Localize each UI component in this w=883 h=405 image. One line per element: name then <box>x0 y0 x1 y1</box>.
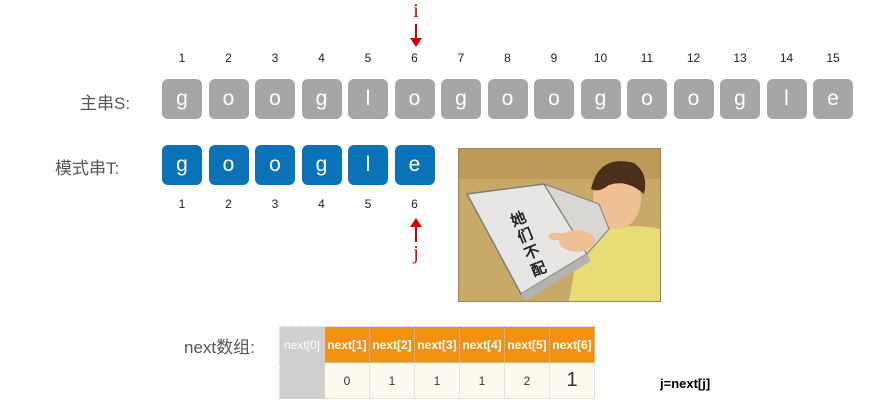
pattern-index-2: 2 <box>225 197 232 211</box>
pointer-j-label: j <box>413 242 419 264</box>
pointer-j-arrow <box>410 218 422 242</box>
next-array-label: next数组: <box>184 338 255 357</box>
formula-text: j=next[j] <box>660 376 711 391</box>
main-char-6: o <box>394 79 435 119</box>
pattern-index-6: 6 <box>411 197 418 211</box>
main-index-1: 1 <box>178 51 186 65</box>
main-char-8: o <box>487 79 528 119</box>
main-char-2: o <box>208 79 249 119</box>
main-index-13: 13 <box>733 51 747 65</box>
main-string-label: 主串S: <box>80 94 131 113</box>
main-index-11: 11 <box>640 51 654 65</box>
pattern-char-5: l <box>348 145 388 185</box>
main-index-12: 12 <box>686 51 701 65</box>
next-header-6: next[6] <box>549 326 595 363</box>
main-char-5: l <box>348 79 388 119</box>
pattern-char-2: o <box>208 145 249 185</box>
next-value-1: 0 <box>324 362 370 399</box>
next-header-0: next[0] <box>279 326 325 363</box>
pattern-string-label: 模式串T: <box>55 159 120 178</box>
pointer-i-label: i <box>413 0 419 22</box>
main-char-1: g <box>162 79 202 119</box>
main-char-10: g <box>580 79 621 119</box>
main-char-15: e <box>813 79 853 119</box>
next-header-4: next[4] <box>459 326 505 363</box>
main-char-4: g <box>301 79 342 119</box>
main-char-7: g <box>441 79 481 119</box>
main-index-2: 2 <box>225 51 232 65</box>
pointer-i-arrow <box>410 24 422 47</box>
main-index-15: 15 <box>826 51 840 65</box>
main-index-3: 3 <box>271 51 279 65</box>
next-value-4: 1 <box>459 362 505 399</box>
next-header-5: next[5] <box>504 326 550 363</box>
main-index-9: 9 <box>550 51 558 65</box>
next-value-6: 1 <box>549 362 595 399</box>
main-index-8: 8 <box>504 51 511 65</box>
next-value-3: 1 <box>414 362 460 399</box>
main-index-4: 4 <box>318 51 325 65</box>
next-value-5: 2 <box>504 362 550 399</box>
pattern-index-4: 4 <box>318 197 325 211</box>
pattern-index-1: 1 <box>178 197 186 211</box>
main-char-9: o <box>534 79 574 119</box>
main-index-10: 10 <box>593 51 608 65</box>
main-index-7: 7 <box>457 51 465 65</box>
pattern-char-1: g <box>162 145 202 185</box>
next-array-table: next[0]next[1]next[2]next[3]next[4]next[… <box>279 326 595 399</box>
main-char-11: o <box>627 79 667 119</box>
next-value-2: 1 <box>369 362 415 399</box>
next-header-3: next[3] <box>414 326 460 363</box>
next-array-header-row: next[0]next[1]next[2]next[3]next[4]next[… <box>279 326 595 363</box>
main-char-14: l <box>766 79 807 119</box>
next-value-0 <box>279 362 325 399</box>
pattern-char-4: g <box>301 145 342 185</box>
main-char-3: o <box>255 79 295 119</box>
main-index-14: 14 <box>779 51 794 65</box>
next-header-2: next[2] <box>369 326 415 363</box>
main-index-6: 6 <box>411 51 418 65</box>
main-index-5: 5 <box>364 51 372 65</box>
pattern-char-3: o <box>255 145 295 185</box>
next-header-1: next[1] <box>324 326 370 363</box>
pattern-char-6: e <box>394 145 435 185</box>
main-char-12: o <box>673 79 714 119</box>
pattern-index-3: 3 <box>271 197 279 211</box>
pattern-index-5: 5 <box>364 197 372 211</box>
main-char-13: g <box>720 79 760 119</box>
meme-image: 她们不配 <box>458 148 661 302</box>
